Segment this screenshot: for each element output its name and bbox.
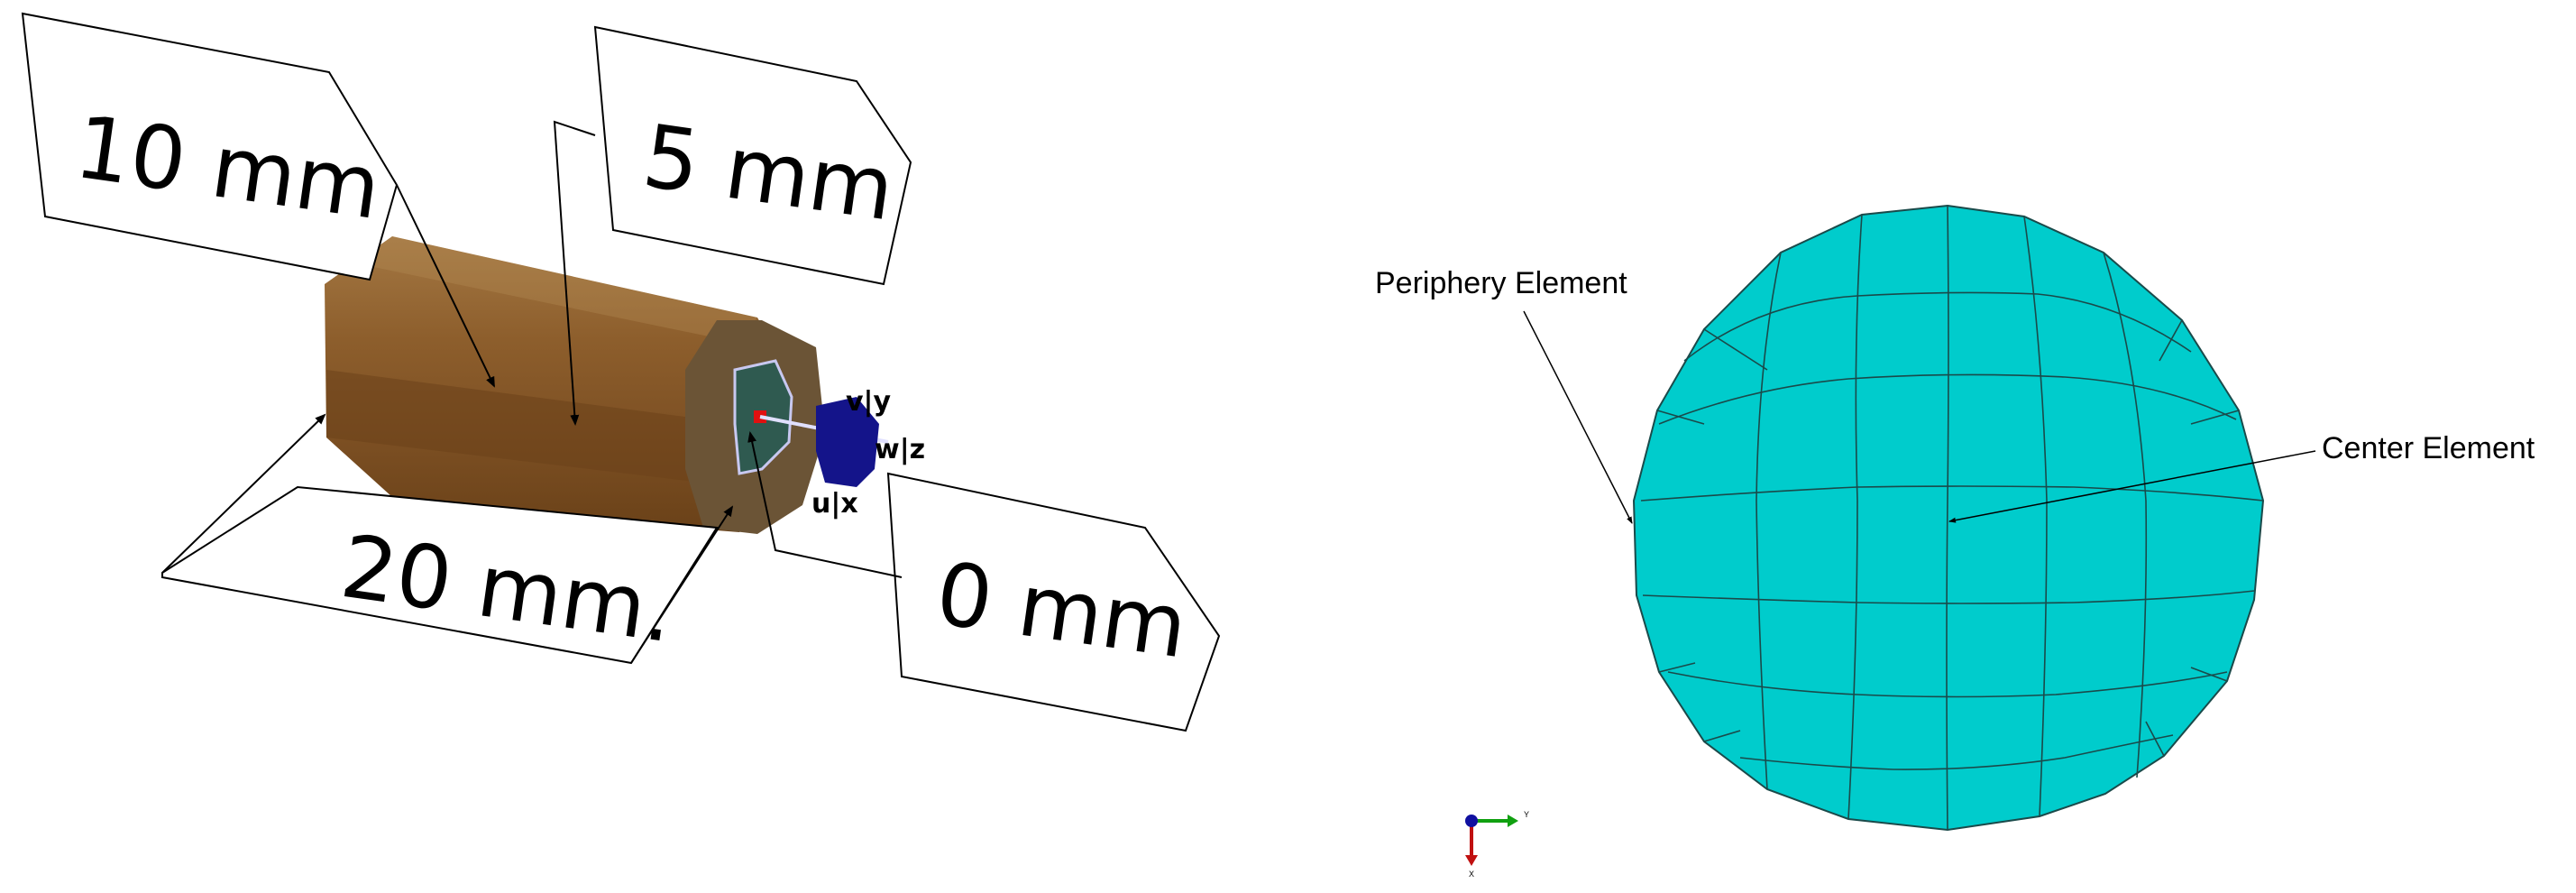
axis-label-v: v|y — [846, 386, 892, 418]
dimension-callout-outer-diameter: 10 mm — [21, 12, 495, 388]
triad-z-axis — [1465, 815, 1478, 827]
coordinate-triad: Y X — [1465, 810, 1529, 879]
circular-mesh — [1632, 204, 2265, 832]
dimension-callout-inner-diameter: 5 mm — [553, 25, 912, 426]
center-element-label: Center Element — [2322, 431, 2535, 465]
mesh-annotations: Periphery Element Center Element — [1375, 266, 2535, 524]
dimension-callout-offset: 0 mm — [747, 431, 1221, 732]
triad-label-x: X — [1469, 870, 1474, 879]
cylinder-model — [325, 236, 889, 534]
periphery-element-label: Periphery Element — [1375, 266, 1627, 300]
axis-marker-icon — [816, 397, 879, 487]
axis-label-w: w|z — [875, 434, 925, 465]
triad-label-y: Y — [1524, 810, 1529, 819]
axis-label-u: u|x — [811, 488, 858, 520]
local-axis-labels: v|y w|z u|x — [811, 386, 925, 520]
